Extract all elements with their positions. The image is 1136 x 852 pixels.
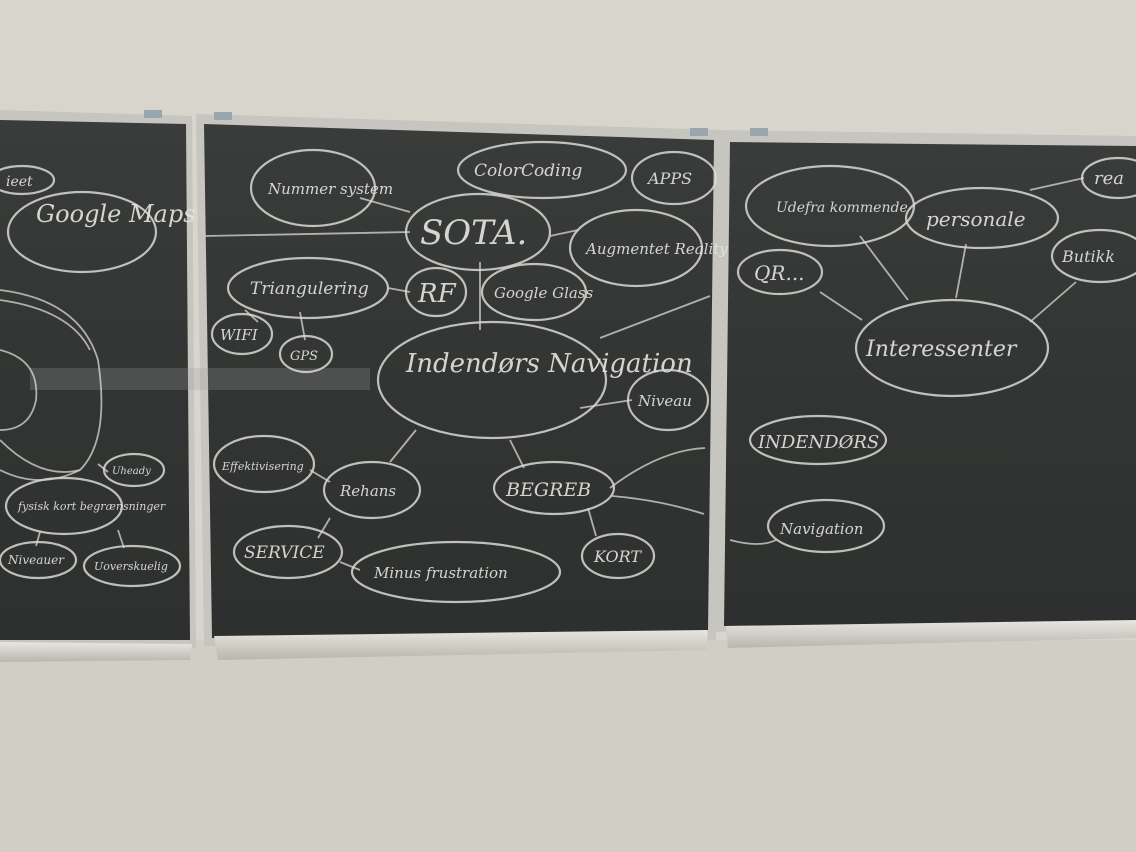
node-indendors-navigation: Indendørs Navigation bbox=[376, 320, 693, 440]
node-niveauer: Niveauer bbox=[0, 540, 78, 580]
node-effektivisering-label: Effektivisering bbox=[221, 460, 304, 473]
node-service: SERVICE bbox=[232, 524, 344, 580]
right-chalkboard bbox=[716, 130, 1136, 632]
node-niveau-label: Niveau bbox=[637, 392, 692, 410]
chalk-tray-center bbox=[214, 630, 708, 660]
node-niveau: Niveau bbox=[626, 368, 710, 432]
node-uheady-label: Uheady bbox=[112, 466, 151, 477]
node-service-label: SERVICE bbox=[244, 543, 325, 563]
node-uheady: Uheady bbox=[102, 452, 166, 488]
node-minus-frustration-label: Minus frustration bbox=[373, 564, 508, 582]
node-wifi-label: WIFI bbox=[220, 326, 259, 344]
node-interessenter-label: Interessenter bbox=[865, 337, 1018, 362]
left-chalkboard bbox=[0, 110, 196, 648]
node-uoverskuelig: Uoverskuelig bbox=[82, 544, 182, 588]
node-colorcoding-label: ColorCoding bbox=[474, 161, 583, 181]
node-sota-label: SOTA. bbox=[420, 213, 527, 253]
node-triangulering: Triangulering bbox=[226, 256, 390, 320]
node-augmented-reality-label: Augmentet Reality bbox=[584, 240, 728, 258]
node-sota: SOTA. bbox=[404, 192, 552, 272]
node-wifi: WIFI bbox=[210, 312, 274, 356]
node-nummer-system-label: Nummer system bbox=[267, 180, 393, 198]
node-nummer-system: Nummer system bbox=[249, 148, 393, 228]
partial-big-node-left bbox=[0, 289, 103, 481]
board-clip bbox=[214, 112, 232, 120]
node-udefra-kommende: Udefra kommende bbox=[744, 164, 916, 248]
node-fysisk-kort: fysisk kort begrænsninger bbox=[4, 476, 166, 536]
node-augmented-reality: Augmentet Reality bbox=[568, 208, 728, 288]
node-udefra-kommende-label: Udefra kommende bbox=[776, 200, 908, 216]
node-butik-label: Butikk bbox=[1061, 247, 1115, 266]
node-begreb-label: BEGREB bbox=[505, 479, 591, 501]
node-minus-frustration: Minus frustration bbox=[350, 540, 562, 604]
node-rehans: Rehans bbox=[322, 460, 422, 520]
node-rea-label: rea bbox=[1094, 168, 1124, 189]
node-personale: personale bbox=[904, 186, 1060, 250]
node-personale-label: personale bbox=[926, 207, 1026, 231]
chalk-tray-left bbox=[0, 642, 192, 662]
node-gps: GPS bbox=[278, 334, 334, 374]
node-ieet-label: ieet bbox=[6, 174, 33, 190]
node-interessenter: Interessenter bbox=[854, 298, 1050, 398]
node-indendors: INDENDØRS bbox=[748, 414, 888, 466]
node-apps: APPS bbox=[630, 150, 718, 206]
node-begreb: BEGREB bbox=[492, 460, 616, 516]
node-gps-label: GPS bbox=[290, 349, 318, 364]
mindmap-edges bbox=[0, 177, 1085, 571]
node-niveauer-label: Niveauer bbox=[7, 553, 65, 567]
node-google-maps: Google Maps bbox=[6, 190, 196, 274]
node-google-glass: Google Glass bbox=[480, 262, 594, 322]
node-rf: RF bbox=[404, 266, 468, 318]
node-qr: QR... bbox=[736, 248, 824, 296]
node-navigation-label: Navigation bbox=[779, 520, 863, 538]
node-effektivisering: Effektivisering bbox=[212, 434, 316, 494]
node-indendors-label: INDENDØRS bbox=[757, 432, 879, 453]
node-uoverskuelig-label: Uoverskuelig bbox=[94, 560, 168, 573]
node-rea: rea bbox=[1080, 156, 1136, 200]
board-clip bbox=[750, 128, 768, 136]
node-kort-label: KORT bbox=[593, 547, 642, 566]
chalk-tray-right bbox=[726, 620, 1136, 648]
node-fysisk-kort-label: fysisk kort begrænsninger bbox=[17, 500, 166, 513]
node-navigation: Navigation bbox=[766, 498, 886, 554]
node-rehans-label: Rehans bbox=[339, 482, 396, 500]
node-qr-label: QR... bbox=[754, 261, 805, 285]
node-ieet: ieet bbox=[0, 164, 56, 196]
node-apps-label: APPS bbox=[646, 169, 692, 188]
node-indendors-navigation-label: Indendørs Navigation bbox=[405, 349, 693, 379]
node-colorcoding: ColorCoding bbox=[456, 140, 628, 200]
node-triangulering-label: Triangulering bbox=[250, 279, 369, 299]
node-google-maps-label: Google Maps bbox=[36, 200, 196, 228]
node-rf-label: RF bbox=[417, 279, 457, 309]
node-google-glass-label: Google Glass bbox=[494, 284, 594, 302]
partial-node-left bbox=[0, 349, 38, 431]
node-butik: Butikk bbox=[1050, 228, 1136, 284]
node-kort: KORT bbox=[580, 532, 656, 580]
board-clip bbox=[690, 128, 708, 136]
board-clip bbox=[144, 110, 162, 118]
